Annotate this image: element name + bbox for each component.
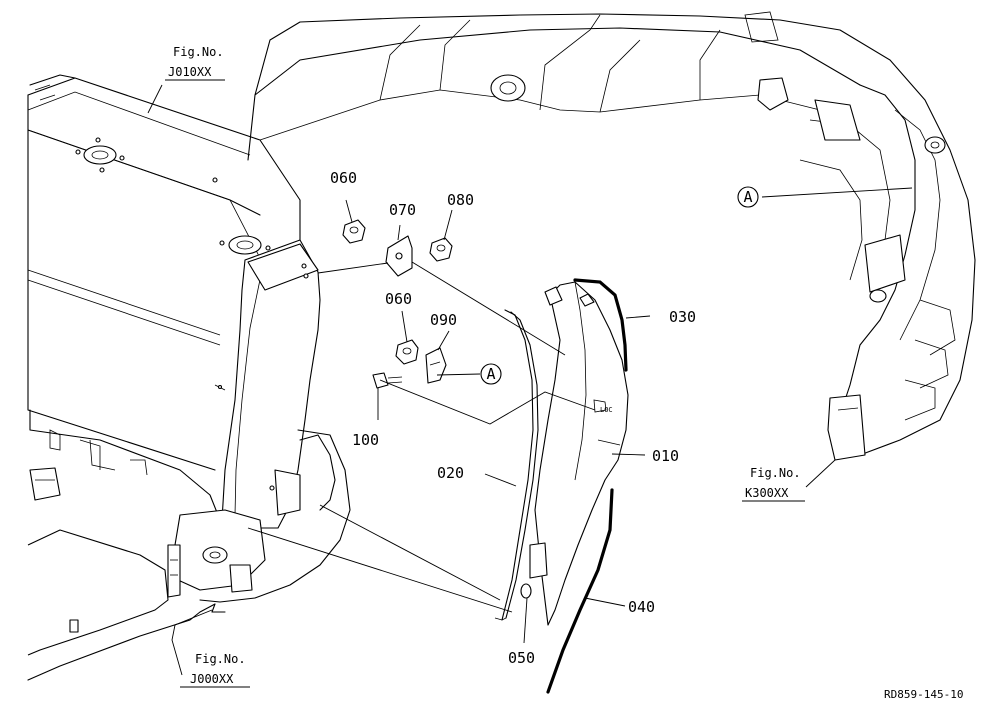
svg-text:Fig.No.: Fig.No.	[173, 45, 224, 59]
label-020: 020	[437, 464, 464, 482]
nut-080	[429, 237, 453, 262]
drawing-code: RD859-145-10	[884, 688, 963, 701]
clip-090	[425, 347, 447, 384]
assembly-lines	[247, 261, 596, 613]
exploded-parts: LOC	[342, 219, 629, 694]
machine-frame-drawing	[27, 74, 351, 681]
trim-strip-020	[501, 309, 534, 621]
rear-frame-drawing	[247, 11, 976, 461]
svg-text:A: A	[743, 188, 752, 206]
fig-ref-j010: Fig.No. J010XX	[165, 45, 225, 81]
label-010: 010	[652, 447, 679, 465]
svg-text:A: A	[486, 365, 495, 383]
nut-060-top	[342, 219, 366, 244]
svg-text:J000XX: J000XX	[190, 672, 234, 686]
side-cover-010	[534, 281, 629, 626]
label-060-mid: 060	[385, 290, 412, 308]
leader-lines	[147, 84, 913, 676]
fig-ref-k300: Fig.No. K300XX	[742, 466, 805, 502]
label-070: 070	[389, 201, 416, 219]
label-080: 080	[447, 191, 474, 209]
trim-strip-030	[573, 278, 628, 372]
trim-strip-040	[546, 488, 614, 694]
label-030: 030	[669, 308, 696, 326]
label-090: 090	[430, 311, 457, 329]
part-labels: 060 070 080 060 090 100 030 010 020 050 …	[330, 169, 696, 667]
label-050: 050	[508, 649, 535, 667]
label-060-top: 060	[330, 169, 357, 187]
svg-text:Fig.No.: Fig.No.	[195, 652, 246, 666]
callout-a-right: A	[737, 186, 759, 208]
label-040: 040	[628, 598, 655, 616]
nut-060-mid	[395, 339, 419, 365]
fig-ref-j000: Fig.No. J000XX	[180, 652, 250, 688]
svg-text:Fig.No.: Fig.No.	[750, 466, 801, 480]
svg-text:K300XX: K300XX	[745, 486, 789, 500]
callout-a-left: A	[480, 363, 502, 385]
svg-text:J010XX: J010XX	[168, 65, 212, 79]
label-100: 100	[352, 431, 379, 449]
svg-text:LOC: LOC	[600, 406, 613, 414]
